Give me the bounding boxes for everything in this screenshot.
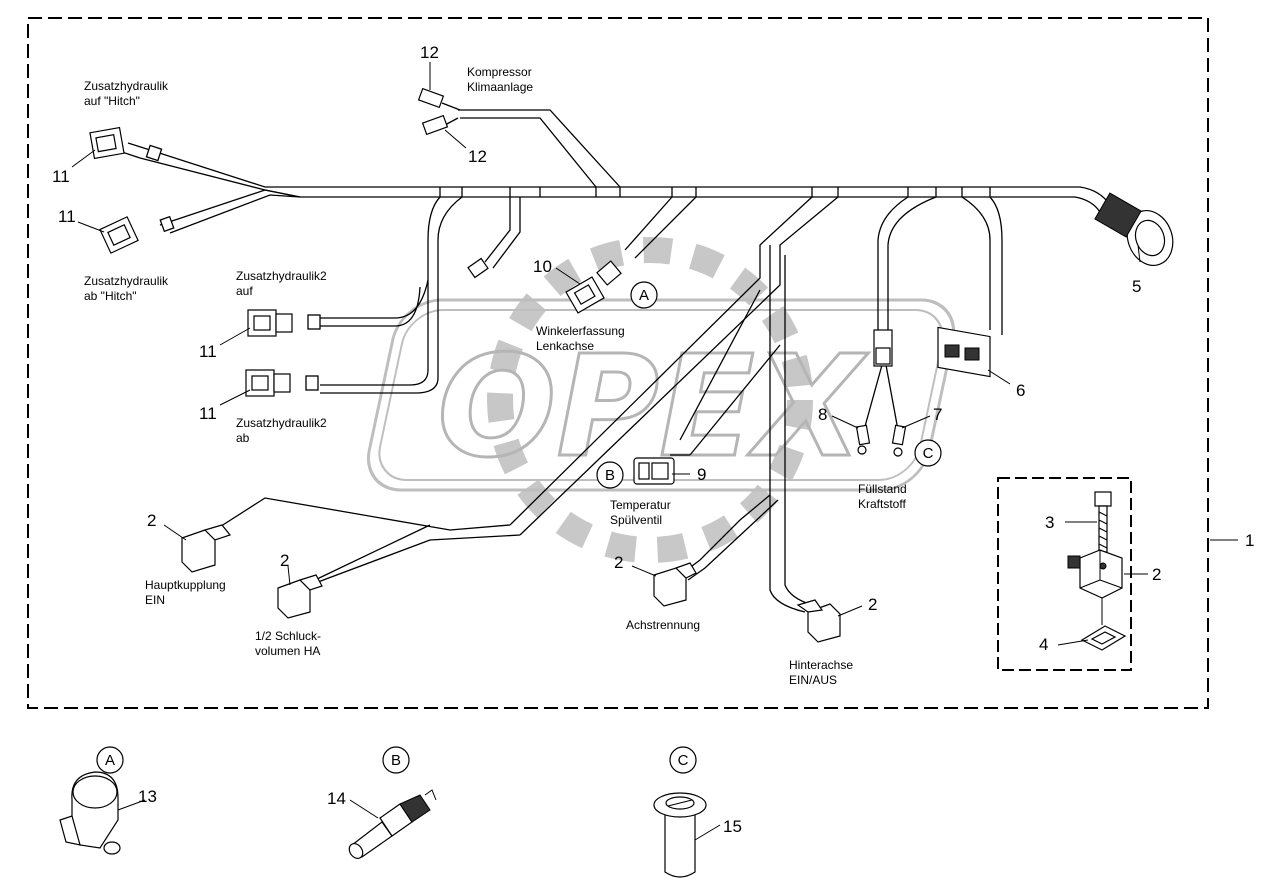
sensor-15 — [653, 792, 707, 878]
callout-11-a: 11 — [52, 167, 70, 186]
harness-trunk — [121, 102, 1111, 613]
label-zusatz2-auf-2: auf — [236, 284, 253, 298]
text-labels: Zusatzhydraulik auf "Hitch" Kompressor K… — [84, 65, 907, 687]
connector-10 — [565, 260, 622, 314]
connector-12-lower — [421, 114, 449, 136]
label-temperatur-1: Temperatur — [610, 498, 671, 512]
svg-text:C: C — [678, 752, 689, 769]
svg-text:B: B — [605, 467, 615, 484]
callout-2-achstrennung: 2 — [614, 553, 623, 572]
connector-11-hitch-ab — [99, 216, 139, 254]
label-kompressor-1: Kompressor — [467, 65, 532, 79]
sensor-13 — [59, 771, 121, 855]
connector-12-upper — [417, 87, 445, 109]
detail-valve-plug-2 — [1067, 549, 1123, 625]
connector-11-zusatz2-auf — [247, 309, 321, 337]
label-zusatz2-ab-2: ab — [236, 431, 250, 445]
label-fuellstand-1: Füllstand — [858, 482, 907, 496]
callout-3: 3 — [1045, 513, 1054, 532]
detail-ref-b-lower: B — [382, 746, 410, 774]
label-zusatz-hitch-auf-2: auf "Hitch" — [84, 94, 140, 108]
callout-5: 5 — [1132, 277, 1141, 296]
connector-9 — [633, 457, 675, 485]
valve-plug-schluck — [277, 574, 323, 619]
callout-12-top: 12 — [420, 43, 439, 62]
callout-numbers: 12 12 11 11 11 11 10 9 5 6 8 7 2 2 2 2 3… — [52, 43, 1254, 836]
callout-13: 13 — [138, 787, 157, 806]
label-fuellstand-2: Kraftstoff — [858, 497, 906, 511]
label-zusatz-hitch-ab-1: Zusatzhydraulik — [84, 274, 169, 288]
sensor-14 — [348, 789, 437, 860]
valve-plug-achstrennung — [653, 562, 697, 607]
callout-11-b: 11 — [58, 207, 76, 226]
callout-2-schluck: 2 — [280, 551, 289, 570]
callout-10: 10 — [533, 257, 552, 276]
label-zusatz2-auf-1: Zusatzhydraulik2 — [236, 269, 327, 283]
label-schluck-2: volumen HA — [255, 644, 320, 658]
svg-text:C: C — [923, 445, 934, 462]
label-schluck-1: 1/2 Schluck- — [255, 629, 321, 643]
detail-gasket-4 — [1080, 625, 1127, 651]
detail-ref-a-upper: A — [630, 281, 658, 309]
label-hauptkupplung-2: EIN — [145, 593, 165, 607]
detail-ref-a-lower: A — [96, 746, 124, 774]
valve-plug-hauptkupplung — [181, 524, 232, 573]
callout-14: 14 — [327, 789, 346, 808]
callout-7: 7 — [933, 405, 942, 424]
label-hinterachse-1: Hinterachse — [789, 658, 853, 672]
label-hauptkupplung-1: Hauptkupplung — [145, 578, 226, 592]
callout-12-bottom: 12 — [468, 147, 487, 166]
label-winkel-2: Lenkachse — [536, 339, 594, 353]
callout-11-c: 11 — [199, 342, 217, 361]
label-zusatz-hitch-auf-1: Zusatzhydraulik — [84, 79, 169, 93]
connector-11-zusatz2-ab — [245, 369, 319, 397]
label-zusatz2-ab-1: Zusatzhydraulik2 — [236, 416, 327, 430]
callout-8: 8 — [818, 405, 827, 424]
svg-text:A: A — [105, 752, 115, 769]
callout-11-d: 11 — [199, 404, 217, 423]
fuellstand-sensor-connector — [855, 329, 907, 457]
connector-small-plug — [467, 257, 489, 279]
connector-6 — [937, 326, 991, 378]
callout-2-hauptkupplung: 2 — [147, 511, 156, 530]
callout-2-hinterachse: 2 — [868, 595, 877, 614]
assembly-frame — [27, 17, 1209, 709]
callout-15: 15 — [723, 817, 742, 836]
detail-screw-3 — [1094, 491, 1112, 553]
callout-2-detail: 2 — [1152, 565, 1161, 584]
label-achstrennung: Achstrennung — [626, 618, 700, 632]
callout-1: 1 — [1245, 531, 1254, 550]
detail-ref-c-upper: C — [914, 439, 942, 467]
label-kompressor-2: Klimaanlage — [467, 80, 533, 94]
label-hinterachse-2: EIN/AUS — [789, 673, 837, 687]
label-zusatz-hitch-ab-2: ab "Hitch" — [84, 289, 137, 303]
detail-ref-c-lower: C — [669, 746, 697, 774]
label-winkel-1: Winkelerfassung — [536, 324, 625, 338]
connector-5-round — [1094, 192, 1174, 266]
leader-lines — [71, 62, 1238, 841]
connector-11-hitch-auf — [89, 126, 125, 160]
detail-ref-b-upper: B — [596, 461, 624, 489]
callout-4: 4 — [1039, 635, 1048, 654]
svg-text:B: B — [391, 752, 401, 769]
valve-plug-hinterachse — [796, 599, 841, 643]
label-temperatur-2: Spülventil — [610, 513, 662, 527]
svg-text:A: A — [639, 287, 649, 304]
callout-9: 9 — [697, 465, 706, 484]
callout-6: 6 — [1016, 381, 1025, 400]
